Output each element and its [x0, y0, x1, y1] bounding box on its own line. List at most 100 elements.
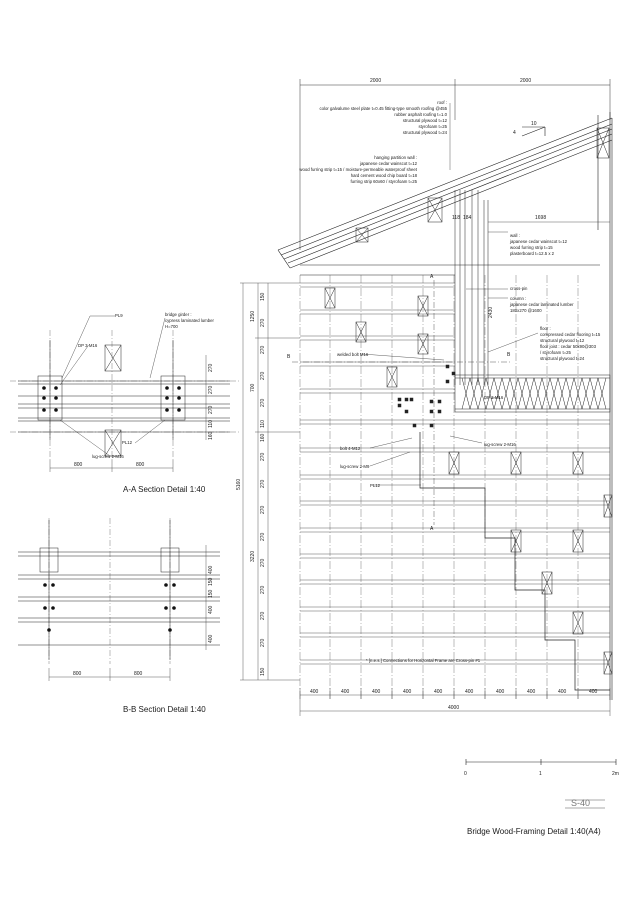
section-b-left: B: [287, 354, 291, 360]
slope-10: 10: [531, 121, 537, 127]
wall-note-line-4: plasterboard t=12.5 x 2: [510, 251, 555, 256]
aa-pl12-label: PL12: [122, 440, 133, 445]
bottom-400-8: 400: [527, 689, 536, 695]
floor-truss-zigzag: [461, 377, 607, 410]
aa-girder-material: cypress laminated lumber: [165, 318, 215, 323]
scale-bar: [465, 759, 617, 765]
bb-dashed-lines: [48, 518, 171, 664]
wall-note-line-2: japanese cedar wainscot t=12: [509, 239, 568, 244]
bolt-label: bolt 4-M12: [340, 446, 361, 451]
bottom-400-10: 400: [589, 689, 598, 695]
bb-bolts: [43, 583, 176, 632]
top-dim-right: 2000: [520, 78, 531, 84]
partition-note-line-2: japanese cedar wainscot t=12: [359, 161, 418, 166]
scale-label-0: 0: [464, 771, 467, 777]
bb-bottom-dims: [48, 668, 171, 681]
bb-right-1: 150: [208, 577, 214, 586]
top-dimension: [299, 79, 611, 250]
roof-note-line-3: rubber asphalt roofing t=1.0: [394, 112, 447, 117]
dim-118: 118: [452, 215, 460, 221]
column: [454, 190, 489, 385]
column-beam-lines: [300, 264, 600, 276]
left-stack-22: 150: [260, 667, 266, 676]
roof-note-line-5: styrofoam t=25: [418, 124, 447, 129]
section-a-top: A: [430, 274, 434, 280]
bb-right-2: 150: [208, 589, 214, 598]
roof-note-line-2: color galvalume steel plate t=0.45 fitti…: [320, 106, 448, 111]
dim-2430: 2430: [488, 307, 494, 318]
left-outer-3220: 3220: [250, 551, 256, 562]
left-stack-3: 270: [260, 371, 266, 380]
plan-vertical-lines: [299, 275, 579, 700]
floor-note-line-4: floor joist : cedar 50x90@303: [540, 344, 597, 349]
roof-slope: [277, 112, 613, 700]
plan-leaders: [361, 353, 500, 486]
left-stack-14: 270: [260, 558, 266, 567]
bb-right-4: 400: [208, 634, 214, 643]
aa-right-4: 160: [208, 431, 214, 440]
floor-note-line-6: structural plywood t=24: [540, 356, 585, 361]
column-note-line-2: japanese cedar laminated lumber: [509, 302, 574, 307]
floor-note-leader: [487, 332, 539, 353]
floor-note-line-3: structural plywood t=12: [540, 338, 585, 343]
bottom-400-2: 400: [341, 689, 350, 695]
left-total-5160: 5160: [236, 479, 242, 490]
sheet-title: Bridge Wood-Framing Detail 1:40(A4): [467, 827, 601, 836]
left-stack-15: 270: [260, 585, 266, 594]
floor-truss-zigzag-2: [461, 377, 607, 410]
aa-bottom-dims: [49, 460, 174, 472]
wall-note-line-3: wood furring strip t=15: [510, 245, 553, 250]
left-stack-12: 270: [260, 505, 266, 514]
left-stack-8: 110: [260, 420, 266, 428]
dim-184: 184: [463, 215, 472, 221]
floor-note-line-1: floor :: [540, 326, 551, 331]
left-stack-9: 160: [260, 433, 266, 442]
aa-right-1: 270: [208, 385, 214, 394]
cross-pin-label: cross-pin: [510, 286, 528, 291]
bottom-400-7: 400: [496, 689, 505, 695]
partition-note-line-3: wood furring strip t=15 / moisture-perme…: [299, 167, 417, 172]
aa-dp-label: DP 3-M16: [78, 343, 98, 348]
floor-note-line-2: compressed cedar flooring t=15: [540, 332, 601, 337]
left-stack-4: 270: [260, 398, 266, 407]
sheet-number-box: [565, 799, 605, 809]
aa-girder-label: bridge girder :: [165, 312, 192, 317]
aa-section-title: A-A Section Detail 1:40: [123, 485, 206, 494]
slope-indicator: [521, 126, 546, 137]
bottom-400-6: 400: [465, 689, 474, 695]
floor-note-line-5: / styrofoam t=25: [540, 350, 572, 355]
aa-dashed-lines: [10, 330, 240, 460]
left-stack-2: 270: [260, 345, 266, 354]
aa-girder-height: H=700: [165, 324, 178, 329]
wall-note-line-1: wall :: [510, 233, 520, 238]
left-stack-11: 270: [260, 479, 266, 488]
bb-right-0: 400: [208, 565, 214, 574]
aa-right-0: 270: [208, 363, 214, 372]
column-note-line-3: 180x270 @1600: [510, 308, 542, 313]
top-dim-left: 2000: [370, 78, 381, 84]
column-note-line-1: column :: [510, 296, 526, 301]
bb-right-3: 400: [208, 605, 214, 614]
aa-right-3: 110: [208, 420, 214, 428]
bottom-400-1: 400: [310, 689, 319, 695]
left-stack-10: 270: [260, 452, 266, 461]
bb-section: [18, 520, 220, 660]
aa-leaders: [59, 315, 166, 457]
aa-bolts: [42, 386, 181, 412]
rafter-boxes: [355, 127, 610, 243]
bottom-400-9: 400: [558, 689, 567, 695]
roof-note-line-4: structural plywood t=12: [403, 118, 448, 123]
aa-bottom-1: 800: [136, 462, 145, 468]
floor-truss: [454, 374, 611, 413]
aa-pl9-label: PL9: [115, 313, 123, 318]
section-a-bottom: A: [430, 526, 434, 532]
section-b-right: B: [507, 352, 511, 358]
aa-bottom-0: 800: [74, 462, 83, 468]
partition-note-line-5: furring strip 60x60 / styrofoam t=25: [350, 179, 417, 184]
plan-joint-details: [397, 364, 456, 428]
bottom-total: 4000: [448, 705, 459, 711]
left-stack-0: 150: [260, 292, 266, 301]
plan-cross-pin-boxes: [324, 287, 613, 675]
left-stack-16: 270: [260, 611, 266, 620]
